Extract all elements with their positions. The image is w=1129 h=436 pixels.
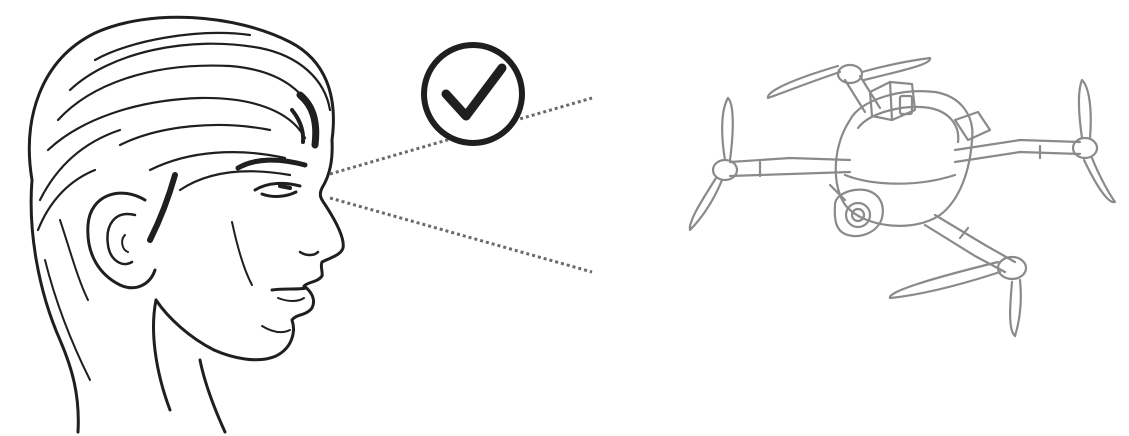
- eyebrow: [238, 160, 305, 168]
- drone-details: [760, 146, 1040, 238]
- check-icon: [424, 45, 522, 143]
- drone-arms: [730, 76, 1080, 272]
- nostril: [300, 252, 318, 255]
- hair-strands: [38, 33, 330, 230]
- drone-body: [830, 82, 990, 236]
- jaw-neck: [154, 300, 225, 432]
- drone-propellers: [690, 58, 1115, 336]
- sideburn: [150, 175, 175, 240]
- sight-line-lower: [330, 198, 592, 272]
- person-head: [29, 17, 343, 432]
- drone: [690, 58, 1115, 336]
- eye: [255, 183, 300, 196]
- hair-back: [31, 180, 78, 432]
- mouth: [272, 288, 306, 290]
